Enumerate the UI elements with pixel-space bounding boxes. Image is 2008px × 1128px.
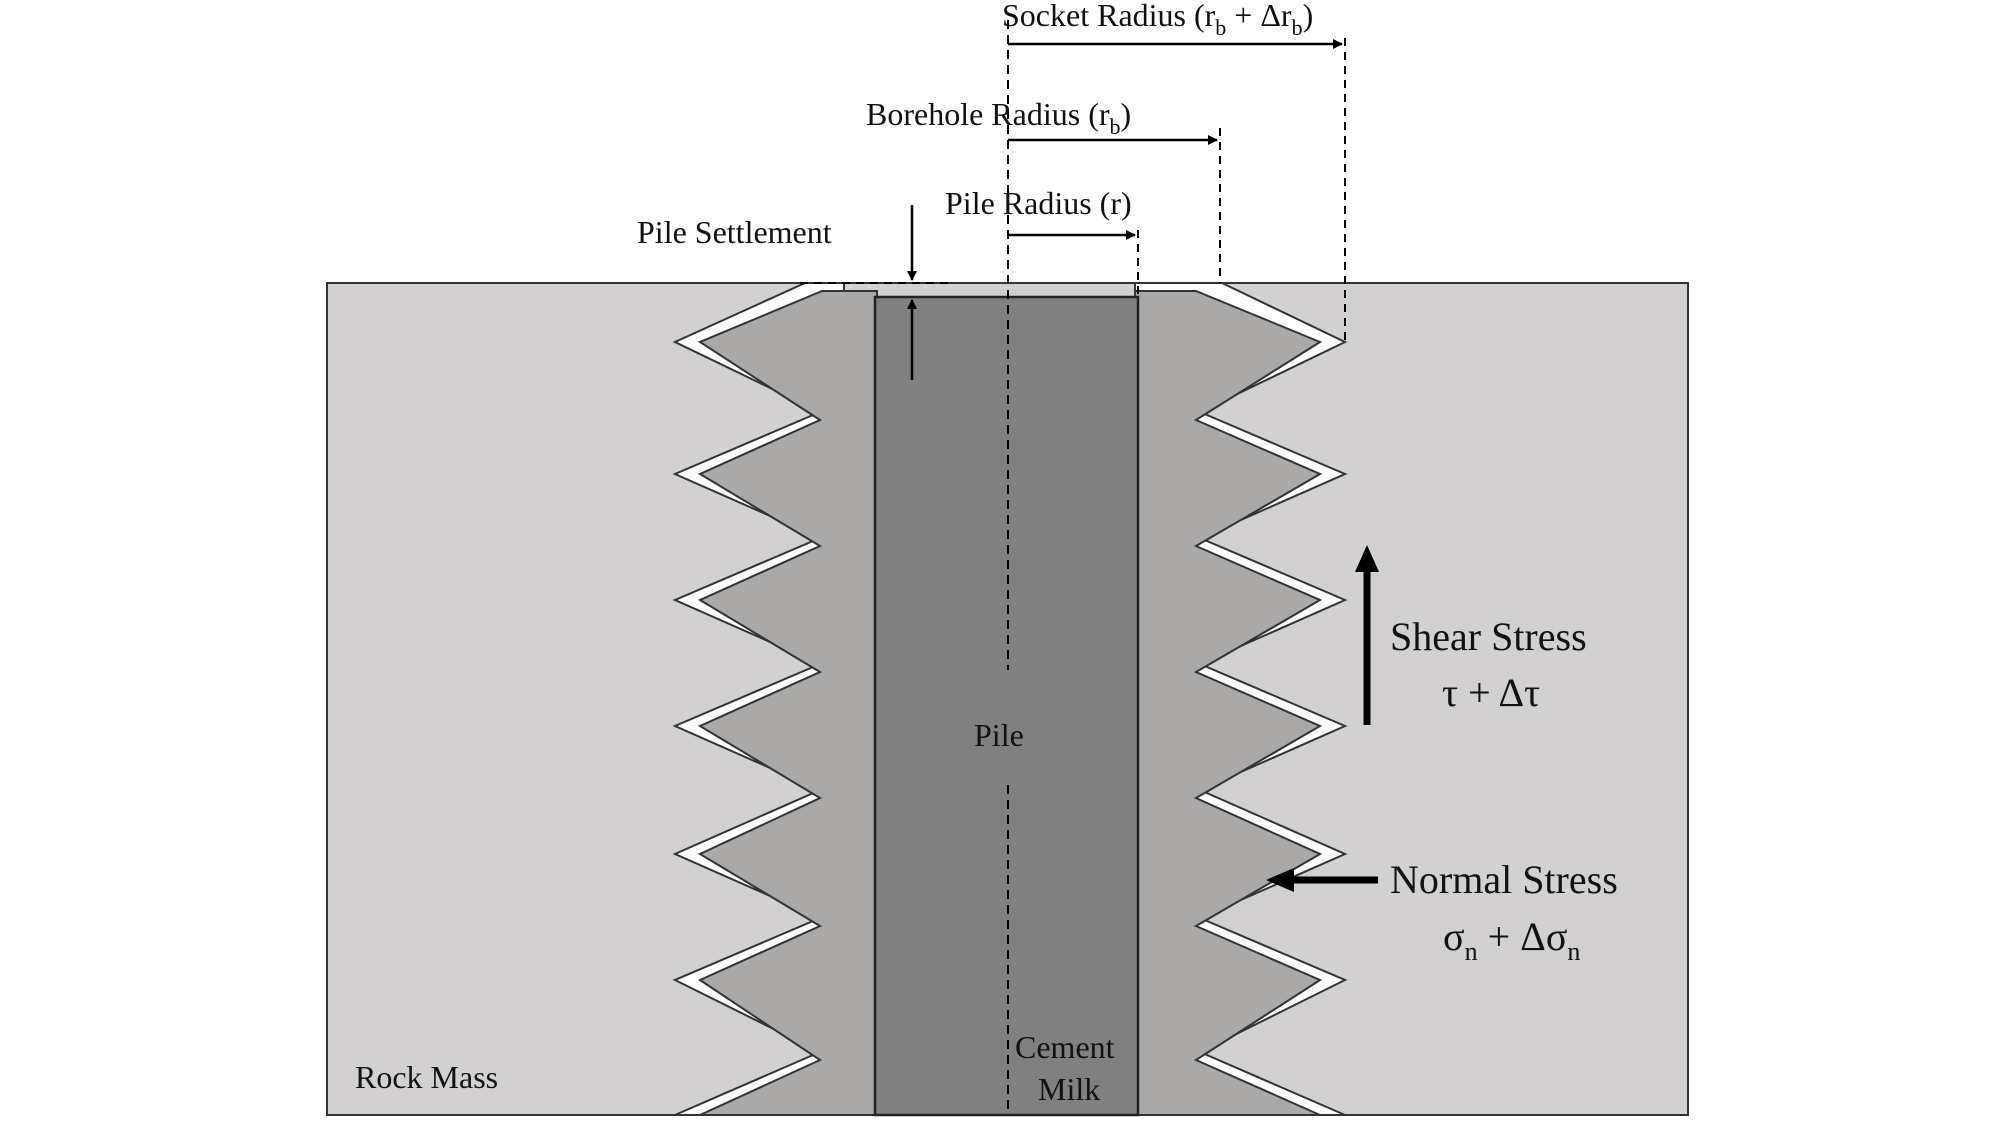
normal-stress-formula: σn + Δσn: [1443, 914, 1580, 966]
normal-stress-label: Normal Stress: [1390, 857, 1618, 902]
right-cement-milk: [1134, 290, 1323, 1116]
cement-milk-label-line1: Cement: [1015, 1029, 1115, 1065]
normal-stress-arrowhead: [1266, 868, 1294, 892]
pile: [873, 295, 1140, 1117]
pile-radius-label: Pile Radius (r): [945, 185, 1132, 221]
rock-mass-label: Rock Mass: [355, 1059, 498, 1095]
pile-label: Pile: [974, 717, 1024, 753]
shear-stress-label: Shear Stress: [1390, 614, 1587, 659]
pile-settlement-label: Pile Settlement: [637, 214, 832, 250]
socket-radius-label: Socket Radius (rb + Δrb): [1002, 0, 1313, 40]
shear-stress-arrowhead: [1355, 545, 1379, 572]
borehole-radius-label: Borehole Radius (rb): [866, 96, 1131, 139]
left-cement-milk: [697, 290, 878, 1116]
shear-stress-formula: τ + Δτ: [1442, 670, 1540, 715]
cement-milk-label-line2: Milk: [1038, 1071, 1100, 1107]
